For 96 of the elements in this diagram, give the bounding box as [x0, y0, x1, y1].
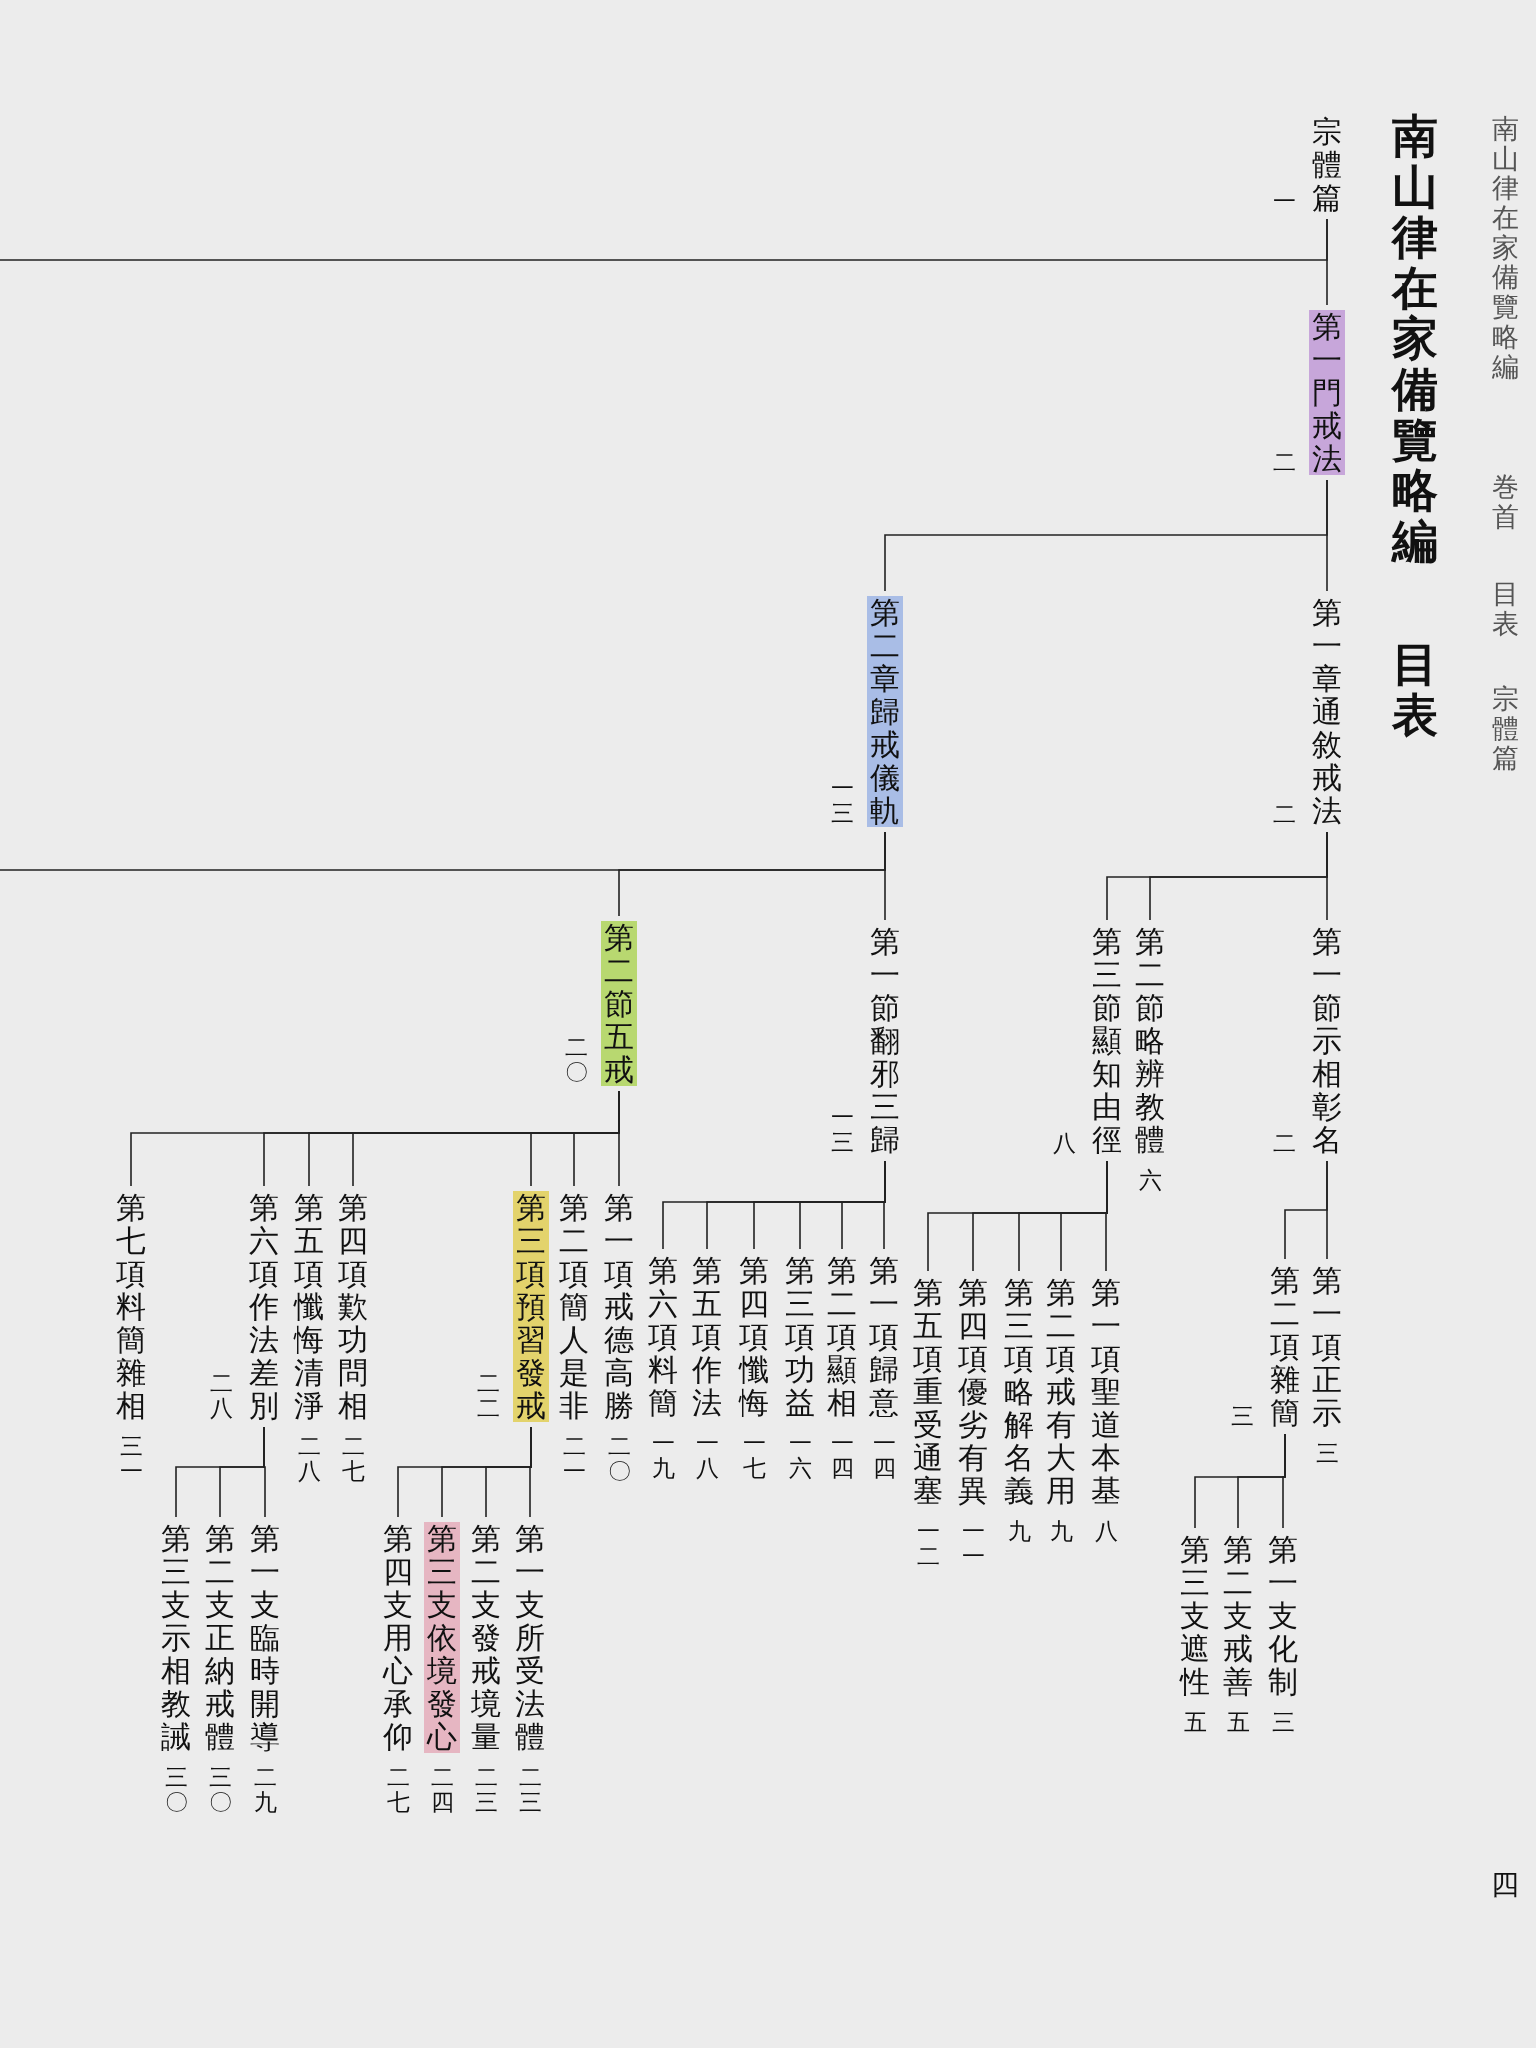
heading: 第六項料簡: [648, 1254, 678, 1419]
page-number: 五: [1226, 1710, 1250, 1736]
page-number: 六: [1138, 1168, 1162, 1194]
heading: 第二項戒有大用: [1046, 1276, 1076, 1507]
heading: 第一節翻邪三歸: [870, 925, 900, 1156]
page-number: 一七: [742, 1431, 766, 1482]
heading: 第一支臨時開導: [250, 1522, 280, 1753]
tree-connector: [1106, 831, 1328, 921]
page-number: 二: [1272, 1131, 1296, 1157]
page-number: 八: [1094, 1519, 1118, 1545]
page-number: 二一: [562, 1434, 586, 1485]
tree-connector: [397, 1426, 532, 1518]
heading: 第五項重受通塞: [913, 1276, 943, 1507]
highlighted-heading: 第三支依境發心: [424, 1522, 460, 1753]
page-number: 一六: [788, 1431, 812, 1482]
heading: 第三項略解名義: [1004, 1276, 1034, 1507]
tree-connector: [662, 1160, 886, 1250]
page-number: 一四: [830, 1431, 854, 1482]
page-number: 二〇: [564, 1035, 588, 1086]
heading: 第一節示相彰名: [1312, 925, 1342, 1156]
heading: 第二支戒善: [1223, 1533, 1253, 1698]
title: 南山律在家備覽略編: [1392, 112, 1438, 568]
page-number: 二七: [386, 1765, 410, 1816]
tree-connector: [618, 831, 886, 917]
heading: 第四項懺悔: [739, 1254, 769, 1419]
heading: 第三節顯知由徑: [1092, 925, 1122, 1156]
page-number: 二四: [430, 1765, 454, 1816]
heading: 第五項懺悔清淨: [294, 1191, 324, 1422]
tree-connector: [1326, 218, 1328, 306]
heading: 第一項歸意: [869, 1254, 899, 1419]
heading: 第二項簡人是非: [559, 1191, 589, 1422]
heading: 第一項正示: [1312, 1264, 1342, 1429]
page-number: 三一: [119, 1434, 143, 1485]
heading: 第四支用心承仰: [383, 1522, 413, 1753]
heading: 第四項優劣有異: [958, 1276, 988, 1507]
page-number: 二七: [341, 1434, 365, 1485]
highlighted-heading: 第三項預習發戒: [513, 1191, 549, 1422]
page-number: 一: [1272, 189, 1296, 215]
tree-connector: [130, 1090, 620, 1187]
page-number: 三〇: [164, 1765, 188, 1816]
heading: 第一項聖道本基: [1091, 1276, 1121, 1507]
running-header: 宗體篇: [1491, 685, 1519, 775]
heading: 第二支發戒境量: [471, 1522, 501, 1753]
page-number: 二三: [518, 1765, 542, 1816]
page-number: 一四: [872, 1431, 896, 1482]
page-number: 一一: [961, 1519, 985, 1570]
page-number: 一三: [830, 1105, 854, 1156]
heading: 第二節略辨教體: [1135, 925, 1165, 1156]
page-number: 五: [1183, 1710, 1207, 1736]
tree-connector: [884, 479, 1328, 592]
page-number: 二三: [474, 1765, 498, 1816]
heading: 第三項功益: [785, 1254, 815, 1419]
page-number: 三: [1230, 1404, 1254, 1430]
page-number: 二二: [476, 1371, 500, 1422]
heading: 第六項作法差別: [249, 1191, 279, 1422]
page-number: 二八: [209, 1371, 233, 1422]
page-number: 一八: [695, 1431, 719, 1482]
page-number: 八: [1052, 1131, 1076, 1157]
heading: 第三支遮性: [1180, 1533, 1210, 1698]
heading: 第一支化制: [1268, 1533, 1298, 1698]
tree-connector: [927, 1160, 1108, 1272]
running-header: 目表: [1491, 580, 1519, 640]
page-number: 九: [1049, 1519, 1073, 1545]
page-number: 一二: [916, 1519, 940, 1570]
page-number: 二: [1272, 802, 1296, 828]
heading: 第二項雜簡: [1270, 1264, 1300, 1429]
tree-connector: [1194, 1433, 1286, 1529]
heading: 第二項顯相: [827, 1254, 857, 1419]
highlighted-heading: 第二章歸戒儀軌: [867, 596, 903, 827]
title: 目表: [1392, 640, 1438, 742]
heading: 第七項料簡雜相: [116, 1191, 146, 1422]
page-number: 二八: [297, 1434, 321, 1485]
heading: 第二支正納戒體: [205, 1522, 235, 1753]
tree-connector: [175, 1426, 265, 1518]
page-number: 一三: [830, 776, 854, 827]
page-number: 三: [1271, 1710, 1295, 1736]
folio-number: 四: [1491, 1870, 1519, 1901]
page-number: 二〇: [607, 1434, 631, 1485]
page-number: 三〇: [208, 1765, 232, 1816]
heading: 第四項歎功問相: [338, 1191, 368, 1422]
heading: 宗體篇: [1312, 115, 1342, 214]
heading: 第三支示相教誡: [161, 1522, 191, 1753]
running-header: 巻首: [1491, 473, 1519, 533]
page-number: 一九: [651, 1431, 675, 1482]
page-number: 二九: [253, 1765, 277, 1816]
heading: 第一項戒德高勝: [604, 1191, 634, 1422]
heading: 第一支所受法體: [515, 1522, 545, 1753]
page-number: 九: [1007, 1519, 1031, 1545]
running-header: 南山律在家備覽略編: [1491, 115, 1519, 383]
highlighted-heading: 第一門戒法: [1309, 310, 1345, 475]
heading: 第五項作法: [692, 1254, 722, 1419]
heading: 第一章通敘戒法: [1312, 596, 1342, 827]
page-number: 三: [1315, 1441, 1339, 1467]
page-number: 二: [1272, 450, 1296, 476]
tree-connector: [1284, 1160, 1328, 1260]
highlighted-heading: 第二節五戒: [601, 921, 637, 1086]
